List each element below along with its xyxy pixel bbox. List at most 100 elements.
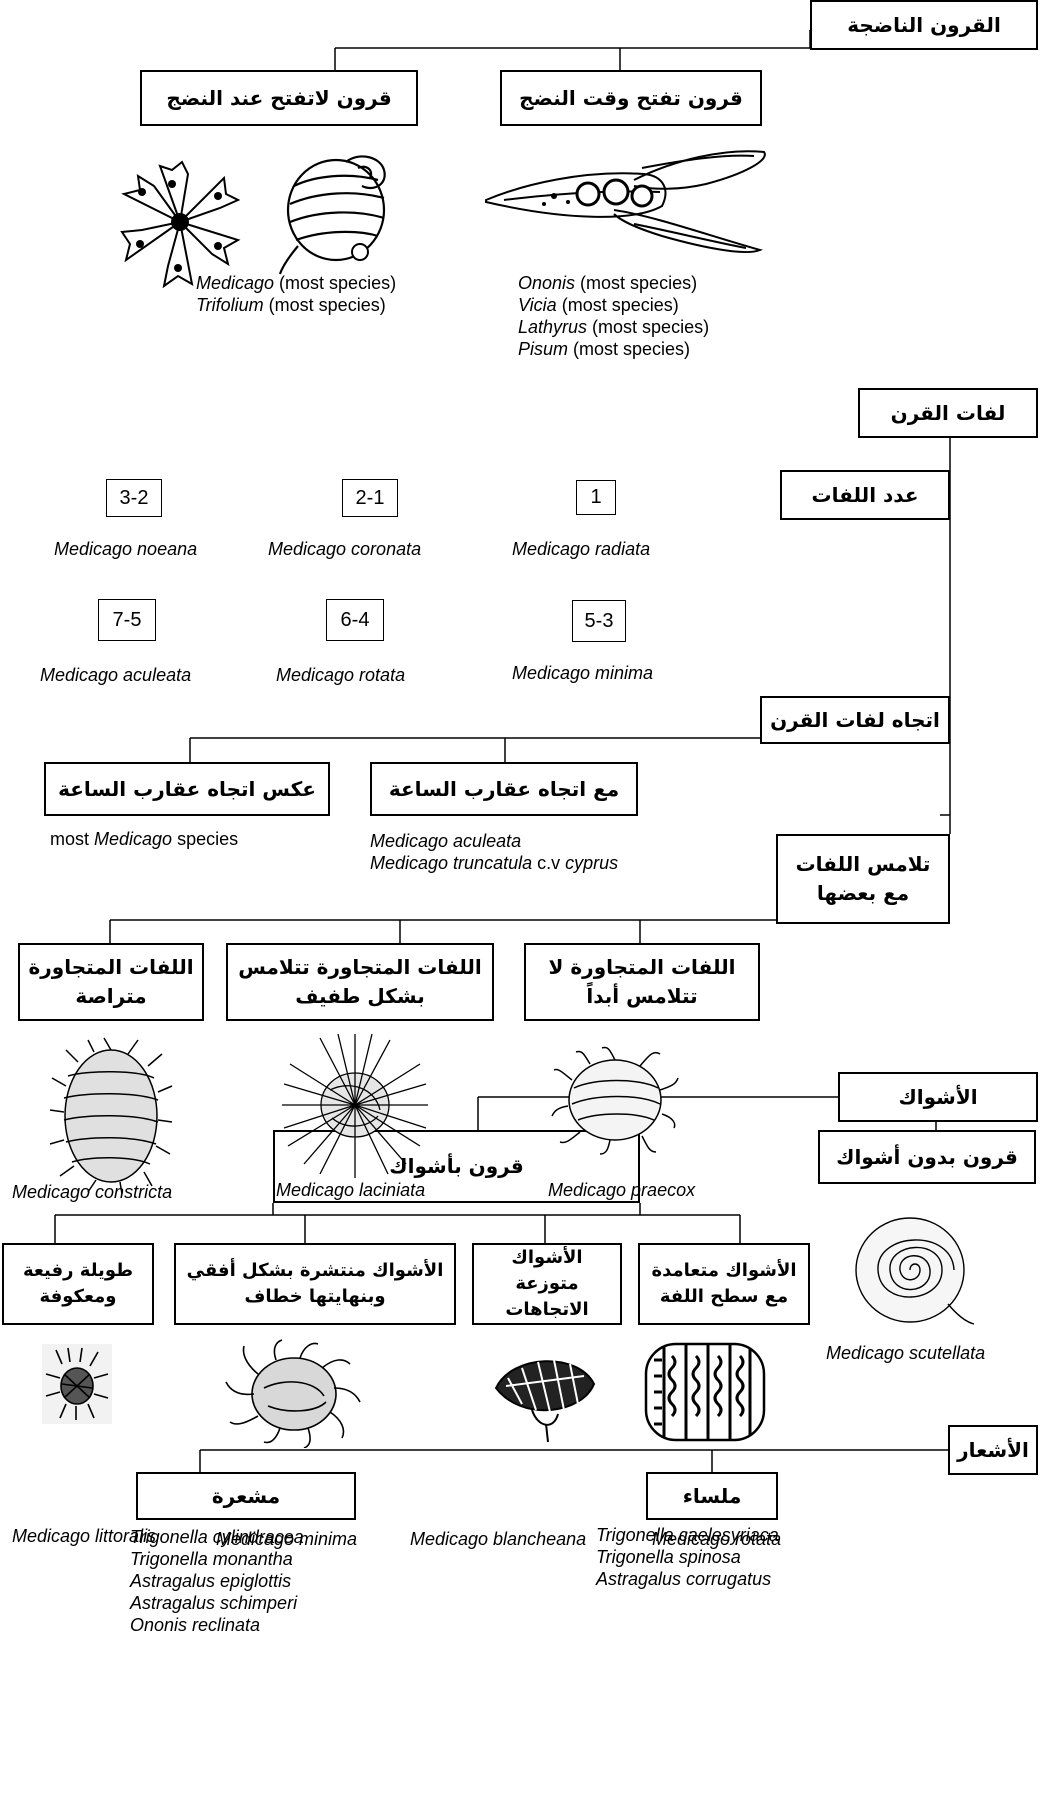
long-curved-line-1: طويلة رفيعة	[22, 1259, 134, 1281]
coil-number-5-3: 5-3	[572, 600, 626, 642]
perpendicular-line-1: الأشواك متعامدة	[651, 1259, 797, 1281]
clockwise-species-list: Medicago aculeata Medicago truncatula c.…	[370, 830, 618, 874]
dehiscent-species-list: Ononis (most species) Vicia (most specie…	[518, 272, 709, 360]
spines-box: الأشواك	[838, 1072, 1038, 1122]
species-label: Medicago minima	[216, 1529, 358, 1549]
minima-spiny-pod-illustration	[225, 1339, 361, 1448]
coil-number-6-4: 6-4	[326, 599, 384, 641]
coil-contact-line-1: تلامس اللفات	[795, 852, 931, 876]
species-line: Trigonella cylindracea	[130, 1527, 304, 1547]
pod-coils-text: لفات القرن	[890, 400, 1006, 425]
praecox-pod-illustration	[551, 1046, 679, 1155]
coil-direction-box: اتجاه لفات القرن	[760, 696, 950, 744]
indehiscent-box: قرون لاتفتح عند النضج	[140, 70, 418, 126]
hairs-text: الأشعار	[957, 1437, 1029, 1462]
species-label: Medicago blancheana	[410, 1529, 587, 1549]
spineless-text: قرون بدون أشواك	[836, 1144, 1018, 1169]
species-label: Medicago constricta	[12, 1182, 173, 1202]
coil-number-2-1-text: 2-1	[355, 486, 385, 509]
never-touch-box: اللفات المتجاورة لا تتلامس أبداً	[524, 943, 760, 1021]
counterclockwise-species: most Medicago species	[50, 828, 238, 850]
spiny-box: قرون بأشواك	[273, 1130, 640, 1203]
smooth-species-list: Trigonella caelesyriaca Trigonella spino…	[596, 1524, 779, 1590]
perpendicular-spines-box: الأشواك متعامدة مع سطح اللفة	[638, 1243, 810, 1325]
species-label: Medicago rotata	[652, 1529, 782, 1549]
species-label: Medicago minima	[512, 663, 654, 683]
coil-number-7-5: 7-5	[98, 599, 156, 641]
genus-name: Vicia	[518, 295, 557, 315]
mature-pods-box: القرون الناضجة	[810, 0, 1038, 50]
flower-pod-cluster-illustration	[120, 160, 241, 288]
species-note: (most species)	[556, 295, 679, 315]
coil-number-6-4-text: 6-4	[340, 608, 370, 631]
slightly-touch-line-2: بشكل طفيف	[295, 984, 425, 1008]
constricta-pod-illustration	[49, 1037, 173, 1195]
long-curved-line-2: ومعكوفة	[39, 1286, 117, 1307]
dehiscent-box: قرون تفتح وقت النضج	[500, 70, 762, 126]
genus-name: Trifolium	[196, 295, 264, 315]
hairy-species-list: Trigonella cylindracea Trigonella monant…	[130, 1526, 304, 1636]
coil-contact-line-2: مع بعضها	[816, 881, 910, 905]
species-name: Medicago truncatula	[370, 853, 533, 873]
littoralis-pod-illustration	[42, 1344, 112, 1424]
rotata-spiny-pod-illustration	[644, 1342, 766, 1442]
species-label: Medicago scutellata	[826, 1343, 986, 1363]
hairy-text: مشعرة	[211, 1483, 281, 1508]
tightly-packed-box: اللفات المتجاورة متراصة	[18, 943, 204, 1021]
species-line: Trigonella spinosa	[596, 1547, 741, 1567]
species-note: (most species)	[587, 317, 710, 337]
multidirectional-line-2: الاتجاهات	[505, 1299, 589, 1321]
hairs-box: الأشعار	[948, 1425, 1038, 1475]
species-line: Trigonella caelesyriaca	[596, 1525, 779, 1545]
counterclockwise-box: عكس اتجاه عقارب الساعة	[44, 762, 330, 816]
coil-number-5-3-text: 5-3	[584, 609, 614, 632]
slightly-touch-box: اللفات المتجاورة تتلامس بشكل طفيف	[226, 943, 494, 1021]
multidirectional-line-1: الأشواك متوزعة	[511, 1246, 583, 1294]
smooth-text: ملساء	[682, 1483, 742, 1508]
species-label: Medicago aculeata	[40, 665, 192, 685]
species-note: (most species)	[575, 273, 698, 293]
never-touch-line-1: اللفات المتجاورة لا	[548, 955, 736, 979]
spines-text: الأشواك	[898, 1084, 978, 1109]
coil-number-2-1: 2-1	[342, 479, 398, 517]
horizontal-line-2: وبنهايتها خطاف	[244, 1286, 386, 1307]
dehiscent-text: قرون تفتح وقت النضج	[519, 85, 743, 110]
species-line: Ononis (most species)	[518, 272, 709, 294]
scutellata-pod-illustration	[855, 1217, 975, 1325]
spiny-text: قرون بأشواك	[389, 1154, 524, 1178]
genus-name: Medicago	[196, 273, 275, 293]
genus-name: Pisum	[518, 339, 569, 359]
coil-number-1: 1	[576, 480, 616, 515]
species-line: Medicago aculeata	[370, 831, 522, 851]
species-note: (most species)	[568, 339, 691, 359]
mature-pods-text: القرون الناضجة	[847, 12, 1001, 37]
blancheana-pod-illustration	[494, 1359, 596, 1443]
never-touch-line-2: تتلامس أبداً	[586, 984, 698, 1008]
species-suffix: species	[172, 829, 239, 849]
species-note: (most species)	[274, 273, 397, 293]
species-line: Astragalus epiglottis	[130, 1571, 292, 1591]
coil-count-text: عدد اللفات	[811, 482, 919, 507]
clockwise-text: مع اتجاه عقارب الساعة	[388, 776, 620, 801]
species-line: Medicago (most species)	[196, 272, 396, 294]
species-line: Astragalus corrugatus	[596, 1569, 772, 1589]
coil-number-3-2-text: 3-2	[119, 486, 149, 509]
laciniata-pod-illustration	[282, 1033, 428, 1178]
genus-name: Lathyrus	[518, 317, 588, 337]
coil-number-7-5-text: 7-5	[112, 608, 142, 631]
coil-number-1-text: 1	[590, 486, 602, 508]
indehiscent-text: قرون لاتفتح عند النضج	[166, 85, 392, 110]
species-note: (most species)	[263, 295, 386, 315]
cultivar-name: cyprus	[565, 853, 619, 873]
tightly-packed-line-1: اللفات المتجاورة	[28, 955, 194, 979]
indehiscent-species-list: Medicago (most species) Trifolium (most …	[196, 272, 396, 316]
species-line: Trifolium (most species)	[196, 294, 396, 316]
horizontal-line-1: الأشواك منتشرة بشكل أفقي	[186, 1259, 444, 1281]
hairy-box: مشعرة	[136, 1472, 356, 1520]
species-line: Vicia (most species)	[518, 294, 709, 316]
coil-number-3-2: 3-2	[106, 479, 162, 517]
species-label: Medicago rotata	[276, 665, 406, 685]
species-line: Trigonella monantha	[130, 1549, 293, 1569]
species-line: Ononis reclinata	[130, 1615, 261, 1635]
open-legume-pod-illustration	[485, 150, 766, 253]
